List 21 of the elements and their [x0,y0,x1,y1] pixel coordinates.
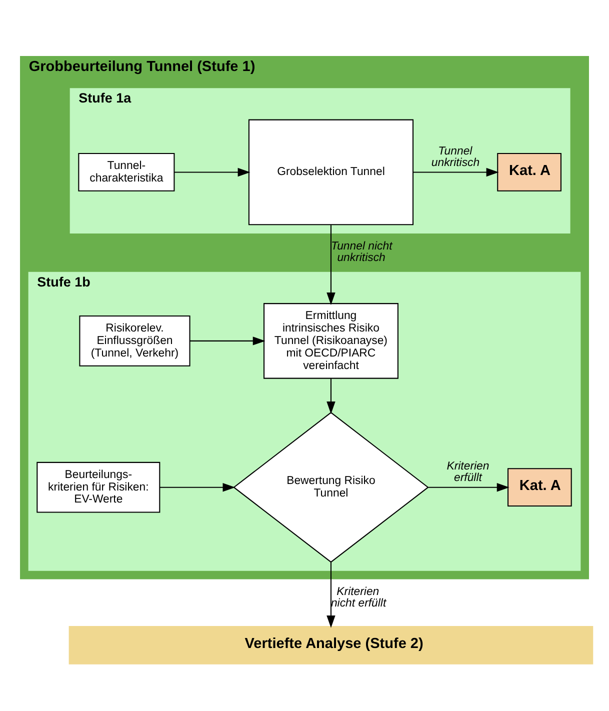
node-diamond: Bewertung Risiko Tunnel [233,411,429,562]
arrow [174,167,250,176]
arrow [190,336,266,345]
edge-label: Tunnel unkritisch [431,144,480,168]
node-box: Grobselektion Tunnel [248,118,414,225]
node-box: Kat. A [497,152,562,191]
node-box: Kat. A [507,468,572,506]
node-box: Ermittlung intrinsisches Risiko Tunnel (Risikoanayse) mit OECD/PIARC vereinfacht [263,302,398,378]
arrow [428,482,510,492]
edge-label: Tunnel nicht unkritisch [330,240,392,264]
edge-label: Kriterien nicht erfüllt [330,586,386,610]
node-box: Risikorelev. Einflussgrößen (Tunnel, Verkehr) [79,315,190,366]
arrow [413,167,499,176]
arrow [326,378,336,414]
node-box: Beurteilungs- kriterien für Risiken: EV-Werte [36,461,160,512]
arrow [160,482,236,492]
arrow [326,562,336,628]
node-box: Vertiefte Analyse (Stufe 2) [68,625,594,664]
edge-label: Kriterien erfüllt [446,460,490,484]
node-box: Tunnel- charakteristika [78,152,175,191]
arrow [326,224,336,305]
